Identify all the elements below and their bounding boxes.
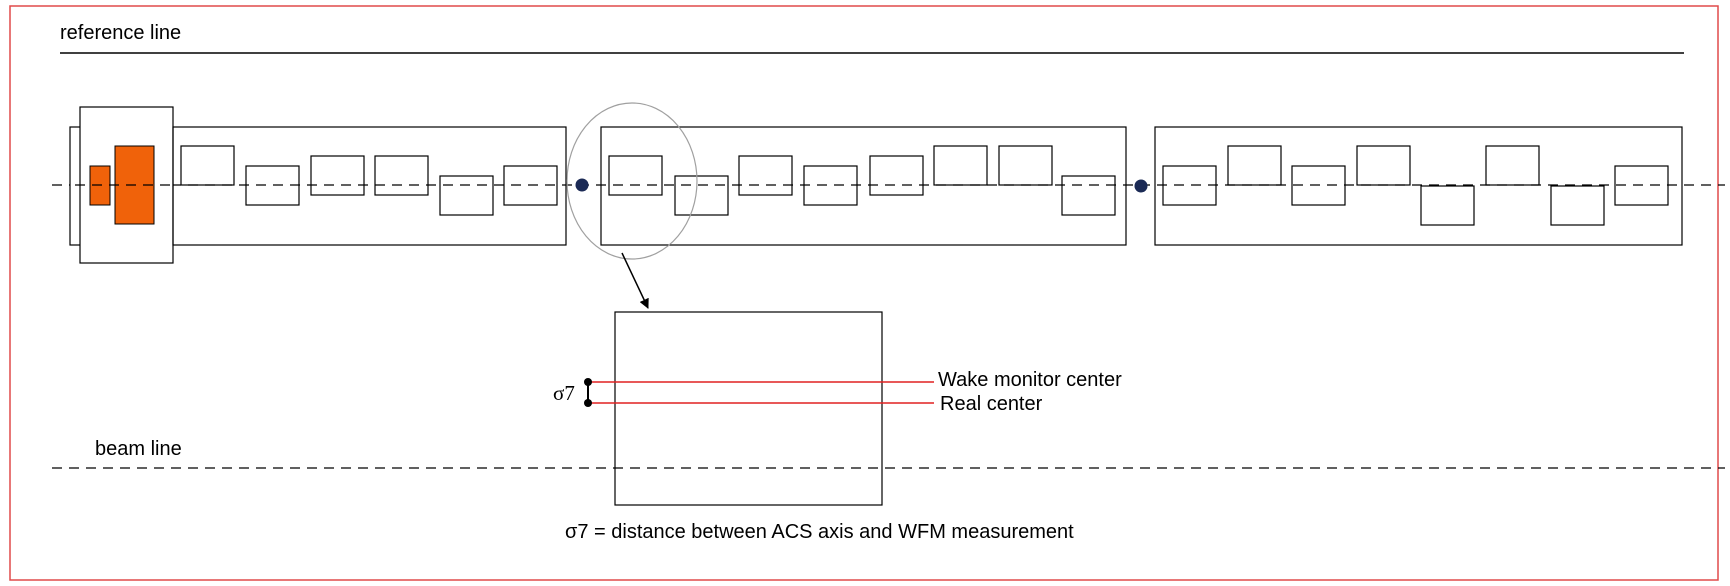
cell xyxy=(503,165,558,206)
cell xyxy=(933,145,988,186)
bpm-dot-1 xyxy=(575,178,589,192)
wake-monitor-center-label: Wake monitor center xyxy=(938,369,1122,391)
cell xyxy=(310,155,365,196)
cell xyxy=(869,155,924,196)
sigma-dot-top xyxy=(584,378,592,386)
sigma-definition: σ7 = distance between ACS axis and WFM m… xyxy=(565,521,1074,543)
cell xyxy=(439,175,494,216)
cell xyxy=(1162,165,1217,206)
zoom-circle xyxy=(566,102,698,260)
sigma-label: σ7 xyxy=(553,381,575,405)
cell xyxy=(738,155,793,196)
cell xyxy=(608,155,663,196)
cell xyxy=(180,145,235,186)
cell xyxy=(1356,145,1411,186)
cell xyxy=(374,155,429,196)
cells-structure-3 xyxy=(1162,145,1669,226)
cell xyxy=(1061,175,1116,216)
accelerating-structure-3 xyxy=(1154,126,1683,246)
zoom-arrow xyxy=(621,252,649,309)
accelerating-structure-2 xyxy=(600,126,1127,246)
cells-structure-2 xyxy=(608,145,1116,216)
sigma-dot-bottom xyxy=(584,399,592,407)
cell xyxy=(674,175,729,216)
cell xyxy=(1291,165,1346,206)
cell xyxy=(803,165,858,206)
cell xyxy=(1227,145,1282,186)
accelerating-structure-1 xyxy=(172,126,567,246)
outer-frame xyxy=(9,5,1719,581)
beam-line-label: beam line xyxy=(95,438,182,460)
real-center-label: Real center xyxy=(940,393,1043,415)
zoomed-cell xyxy=(614,311,883,506)
cell xyxy=(1485,145,1540,186)
cell xyxy=(1420,185,1475,226)
cell xyxy=(245,165,300,206)
cell xyxy=(998,145,1053,186)
cell xyxy=(1550,185,1605,226)
cell xyxy=(1614,165,1669,206)
cells-structure-1 xyxy=(180,145,558,216)
reference-line-label: reference line xyxy=(60,22,181,44)
bpm-dot-2 xyxy=(1134,179,1148,193)
